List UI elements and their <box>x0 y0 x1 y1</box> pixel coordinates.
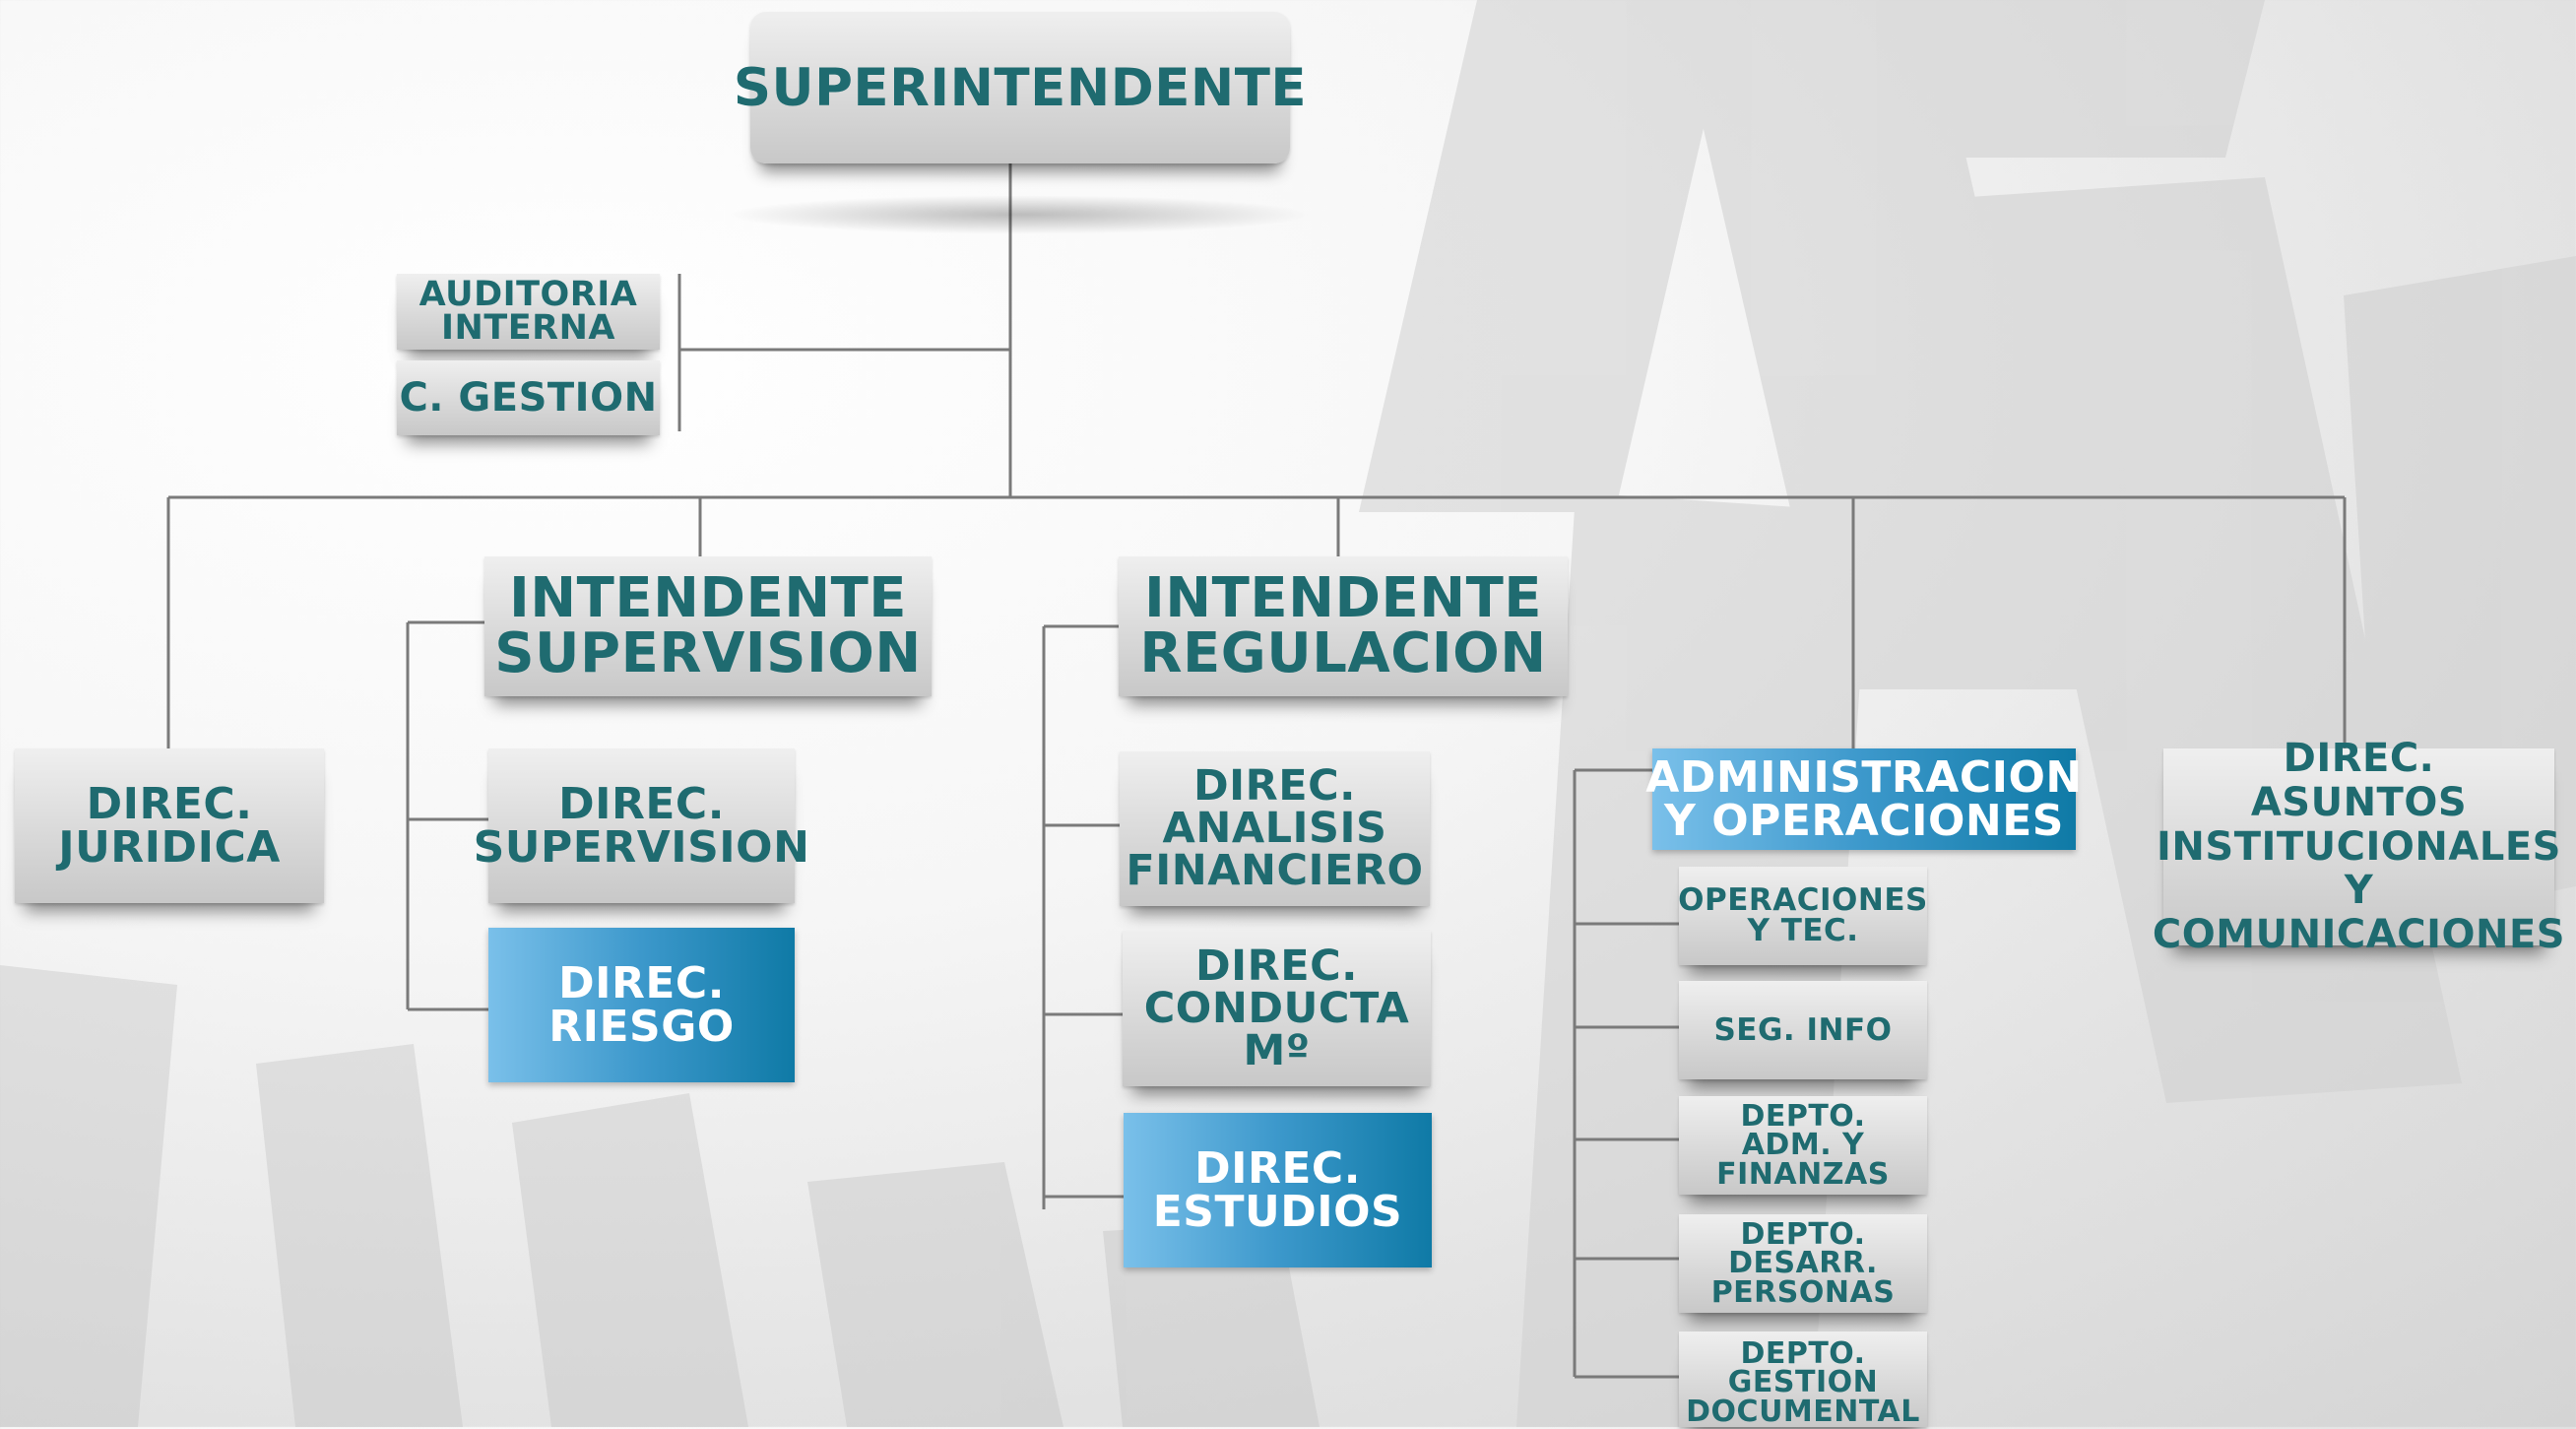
node-label-line: REGULACION <box>1139 621 1547 685</box>
root-shadow <box>724 195 1315 234</box>
node-label-line: DIREC. <box>1192 761 1357 811</box>
node-label-line: Mº <box>1243 1025 1311 1075</box>
node-direc-supervision[interactable]: DIREC. SUPERVISION <box>474 748 809 903</box>
node-intendente-supervision[interactable]: INTENDENTE SUPERVISION <box>484 556 932 696</box>
node-label-line: FINANZAS <box>1716 1156 1890 1192</box>
node-label-line: INTERNA <box>441 307 615 348</box>
node-label-line: AUDITORIA <box>419 275 638 315</box>
node-label-line: DIREC. <box>558 778 725 829</box>
node-depto-desarr-personas[interactable]: DEPTO. DESARR. PERSONAS <box>1679 1214 1927 1313</box>
node-label-line: DEPTO. <box>1740 1336 1866 1371</box>
node-direc-juridica[interactable]: DIREC. JURIDICA <box>15 748 324 903</box>
node-superintendente[interactable]: SUPERINTENDENTE <box>734 12 1307 163</box>
node-label-line: ASUNTOS <box>2250 779 2468 825</box>
node-label-line: ADM. Y <box>1741 1128 1865 1163</box>
node-label-line: C. GESTION <box>399 375 658 421</box>
node-label-line: INSTITUCIONALES <box>2157 823 2561 870</box>
node-label-line: Y TEC. <box>1747 913 1859 948</box>
node-label-line: JURIDICA <box>58 821 281 873</box>
node-label-line: GESTION <box>1727 1365 1879 1400</box>
node-label-line: DIREC. <box>1194 1142 1361 1194</box>
node-label-line: DEPTO. <box>1740 1216 1866 1252</box>
node-direc-asuntos-institucionales[interactable]: DIREC. ASUNTOS INSTITUCIONALES Y COMUNIC… <box>2153 737 2565 957</box>
node-intendente-regulacion[interactable]: INTENDENTE REGULACION <box>1119 556 1568 696</box>
node-direc-analisis-financiero[interactable]: DIREC. ANALISIS FINANCIERO <box>1120 751 1430 906</box>
node-label-line: Y COMUNICACIONES <box>2152 868 2566 958</box>
node-label-line: ESTUDIOS <box>1152 1186 1403 1237</box>
node-auditoria-interna[interactable]: AUDITORIA INTERNA <box>397 274 660 350</box>
node-label-line: ADMINISTRACION <box>1645 751 2083 803</box>
node-label-line: ANALISIS <box>1162 804 1387 853</box>
node-label-line: Y OPERACIONES <box>1664 795 2064 846</box>
node-label-line: DESARR. <box>1728 1246 1878 1281</box>
node-direc-estudios[interactable]: DIREC. ESTUDIOS <box>1124 1113 1432 1267</box>
node-operaciones-tec[interactable]: OPERACIONES Y TEC. <box>1678 867 1928 965</box>
node-label-line: DIREC. <box>86 778 253 829</box>
node-direc-conducta[interactable]: DIREC. CONDUCTA Mº <box>1123 931 1431 1086</box>
node-seg-info[interactable]: SEG. INFO <box>1679 981 1927 1079</box>
node-label-line: DOCUMENTAL <box>1686 1394 1920 1429</box>
node-depto-gestion-documental[interactable]: DEPTO. GESTION DOCUMENTAL <box>1679 1332 1927 1427</box>
node-label-line: SUPERVISION <box>473 821 810 873</box>
node-depto-adm-finanzas[interactable]: DEPTO. ADM. Y FINANZAS <box>1679 1096 1927 1195</box>
node-label-line: INTENDENTE <box>508 566 908 630</box>
node-label-line: FINANCIERO <box>1126 846 1424 895</box>
node-direc-riesgo[interactable]: DIREC. RIESGO <box>488 928 795 1082</box>
node-label-line: SEG. INFO <box>1713 1011 1893 1048</box>
node-label: SUPERINTENDENTE <box>733 57 1308 118</box>
node-label-line: OPERACIONES <box>1678 882 1928 918</box>
node-label-line: RIESGO <box>548 1001 735 1052</box>
node-administracion-operaciones[interactable]: ADMINISTRACION Y OPERACIONES <box>1645 748 2082 850</box>
node-label-line: DIREC. <box>558 957 725 1008</box>
node-label-line: DIREC. <box>2283 736 2435 782</box>
node-label-line: PERSONAS <box>1710 1274 1896 1310</box>
node-label-line: DEPTO. <box>1740 1098 1866 1134</box>
node-label-line: INTENDENTE <box>1143 566 1543 630</box>
node-label-line: SUPERVISION <box>494 621 922 685</box>
node-label-line: CONDUCTA <box>1143 983 1410 1033</box>
node-c-gestion[interactable]: C. GESTION <box>397 360 660 435</box>
node-label-line: DIREC. <box>1194 941 1359 991</box>
